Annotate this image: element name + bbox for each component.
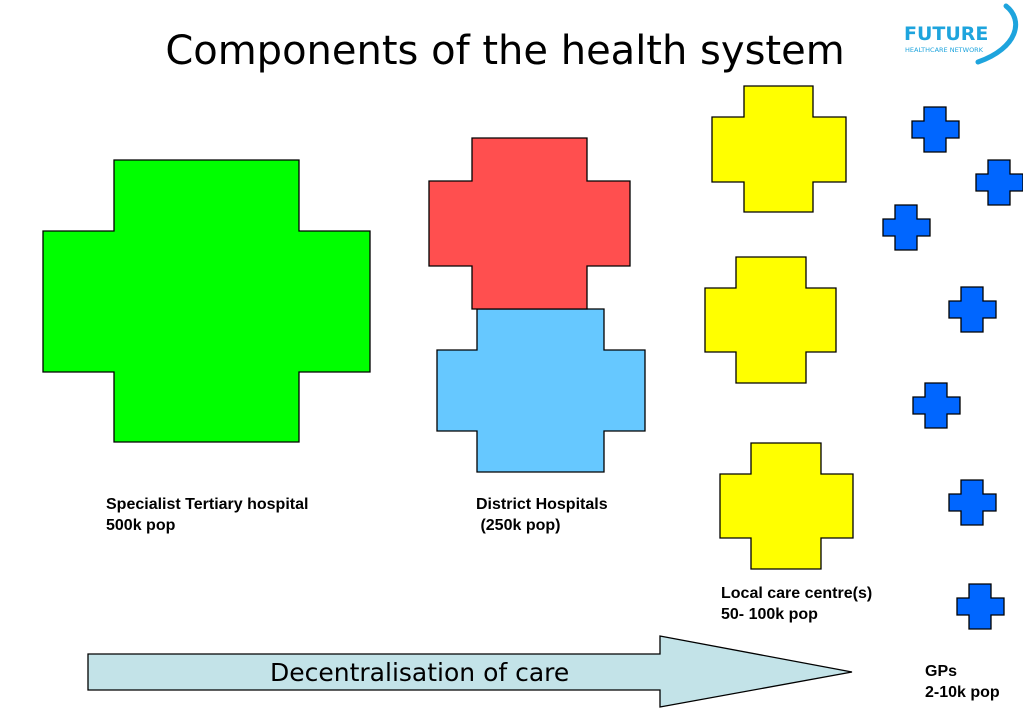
- local-label-line1: Local care centre(s): [721, 585, 873, 602]
- logo-word: FUTURE: [904, 23, 988, 45]
- district-label-line2: (250k pop): [476, 517, 561, 534]
- slide-title: Components of the health system: [165, 28, 845, 74]
- district-hospital-cross-lower: [436, 308, 646, 473]
- tertiary-label-line2: 500k pop: [106, 517, 176, 534]
- local-care-cross-1: [711, 85, 847, 213]
- gp-label-line1: GPs: [925, 663, 958, 680]
- gp-cross-5: [912, 382, 961, 429]
- gp-cross-4: [948, 286, 997, 333]
- logo-tagline: HEALTHCARE NETWORK: [905, 46, 984, 54]
- gp-label-line2: 2-10k pop: [925, 684, 1000, 701]
- local-label-line2: 50- 100k pop: [721, 606, 818, 623]
- gp-cross-1: [911, 106, 960, 153]
- district-label-line1: District Hospitals: [476, 496, 608, 513]
- arrow-label: Decentralisation of care: [270, 658, 570, 687]
- gp-cross-3: [882, 204, 931, 251]
- local-care-cross-3: [719, 442, 854, 570]
- gp-cross-6: [948, 479, 997, 526]
- gp-cross-2: [975, 159, 1023, 206]
- local-care-cross-2: [704, 256, 837, 384]
- district-hospital-cross-upper: [428, 137, 631, 310]
- tertiary-label-line1: Specialist Tertiary hospital: [106, 496, 309, 513]
- gp-cross-7: [956, 583, 1005, 630]
- tertiary-hospital-cross: [42, 159, 371, 443]
- future-healthcare-network-logo: FUTURE HEALTHCARE NETWORK: [904, 3, 1018, 65]
- decentralisation-arrow: [87, 635, 853, 708]
